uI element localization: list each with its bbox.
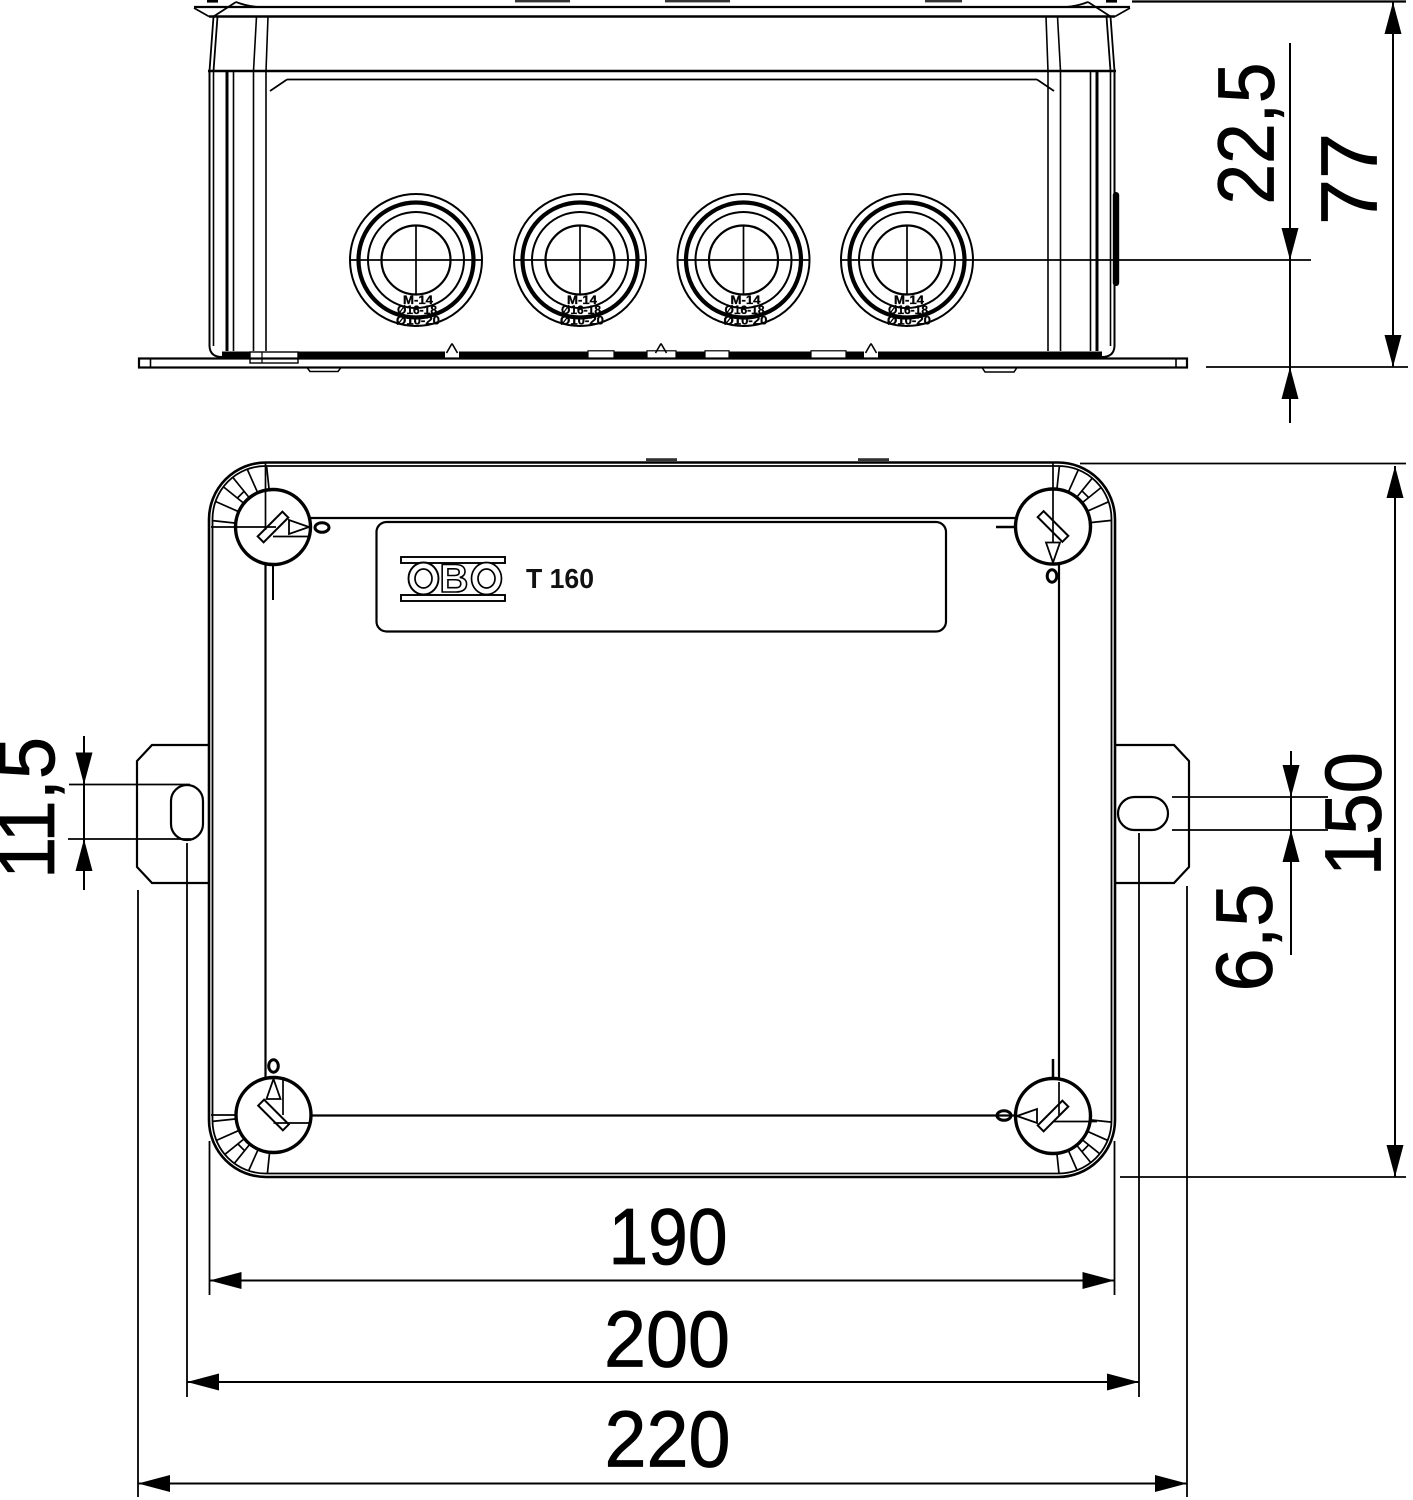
svg-text:Ø16-18: Ø16-18	[561, 305, 602, 317]
svg-text:150: 150	[1309, 752, 1398, 876]
svg-text:220: 220	[605, 1395, 731, 1484]
svg-text:200: 200	[604, 1295, 730, 1384]
svg-text:M-14: M-14	[894, 295, 925, 307]
svg-text:Ø16-18: Ø16-18	[888, 305, 929, 317]
svg-text:11,5: 11,5	[0, 737, 71, 879]
svg-text:M-14: M-14	[567, 295, 598, 307]
svg-text:22,5: 22,5	[1202, 63, 1291, 205]
svg-text:B: B	[440, 557, 469, 601]
svg-text:190: 190	[609, 1192, 728, 1281]
svg-text:Ø10-20: Ø10-20	[560, 316, 604, 328]
svg-text:Ø16-18: Ø16-18	[725, 305, 766, 317]
svg-text:M-14: M-14	[731, 295, 762, 307]
svg-text:Ø10-20: Ø10-20	[396, 316, 440, 328]
svg-text:Ø10-20: Ø10-20	[887, 316, 931, 328]
svg-text:M-14: M-14	[403, 295, 434, 307]
svg-text:Ø10-20: Ø10-20	[724, 316, 768, 328]
svg-text:Ø16-18: Ø16-18	[397, 305, 438, 317]
svg-text:6,5: 6,5	[1200, 884, 1289, 992]
svg-text:77: 77	[1305, 133, 1394, 225]
svg-text:T 160: T 160	[526, 563, 594, 594]
